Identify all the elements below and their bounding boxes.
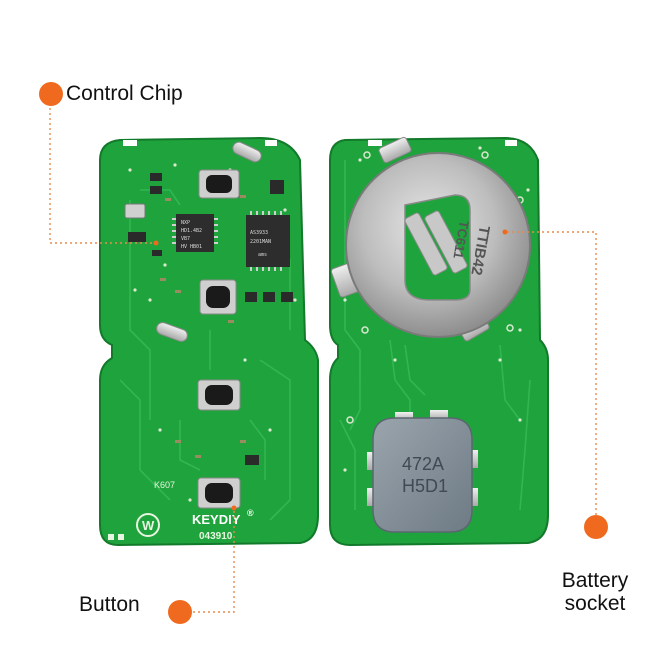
battery-marking-2: TC611 bbox=[450, 219, 471, 259]
tactile-button-1 bbox=[198, 169, 240, 199]
brand-name: KEYDIY bbox=[192, 512, 241, 527]
control-chip-dot bbox=[39, 82, 63, 106]
serial-number: 043910 bbox=[199, 531, 233, 542]
button-dot bbox=[168, 600, 192, 624]
lf-coil: 472A H5D1 bbox=[367, 410, 478, 533]
tactile-button-2 bbox=[199, 279, 237, 315]
tactile-button-3 bbox=[197, 379, 241, 411]
battery-socket-label: Battery socket bbox=[550, 569, 640, 615]
mcu-marking-4: HV HB01 bbox=[181, 244, 202, 250]
mcu-marking-2: HD1.4B2 bbox=[181, 228, 202, 234]
battery-socket: TTIB42 TC611 bbox=[330, 136, 531, 342]
logo-letter: W bbox=[142, 518, 155, 533]
mcu-marking-1: NXP bbox=[181, 220, 190, 226]
rf-chip: AS3933 2201MAN ams bbox=[246, 211, 290, 271]
button-label: Button bbox=[79, 593, 140, 616]
pcb-front: NXP HD1.4B2 VB7 HV HB01 AS3933 2201MAN a… bbox=[99, 136, 319, 547]
registered-mark: ® bbox=[247, 508, 254, 518]
battery-socket-dot bbox=[584, 515, 608, 539]
callout-leaders bbox=[49, 108, 597, 613]
pcb-back: TTIB42 TC611 472A H5D1 bbox=[329, 136, 549, 547]
rf-marking-3: ams bbox=[258, 252, 267, 258]
battery-socket-label-line1: Battery bbox=[561, 569, 629, 592]
coil-marking-2: H5D1 bbox=[402, 476, 448, 496]
logo-circle bbox=[136, 513, 160, 537]
control-chip-label: Control Chip bbox=[66, 82, 183, 105]
rf-marking-1: AS3933 bbox=[250, 230, 268, 236]
coil-marking-1: 472A bbox=[402, 454, 444, 474]
tactile-button-4 bbox=[197, 477, 241, 509]
rf-marking-2: 2201MAN bbox=[250, 239, 271, 245]
mcu-marking-3: VB7 bbox=[181, 236, 190, 242]
battery-socket-label-line2: socket bbox=[564, 592, 626, 616]
mcu-chip: NXP HD1.4B2 VB7 HV HB01 bbox=[172, 214, 218, 252]
model-code: K607 bbox=[154, 480, 175, 490]
